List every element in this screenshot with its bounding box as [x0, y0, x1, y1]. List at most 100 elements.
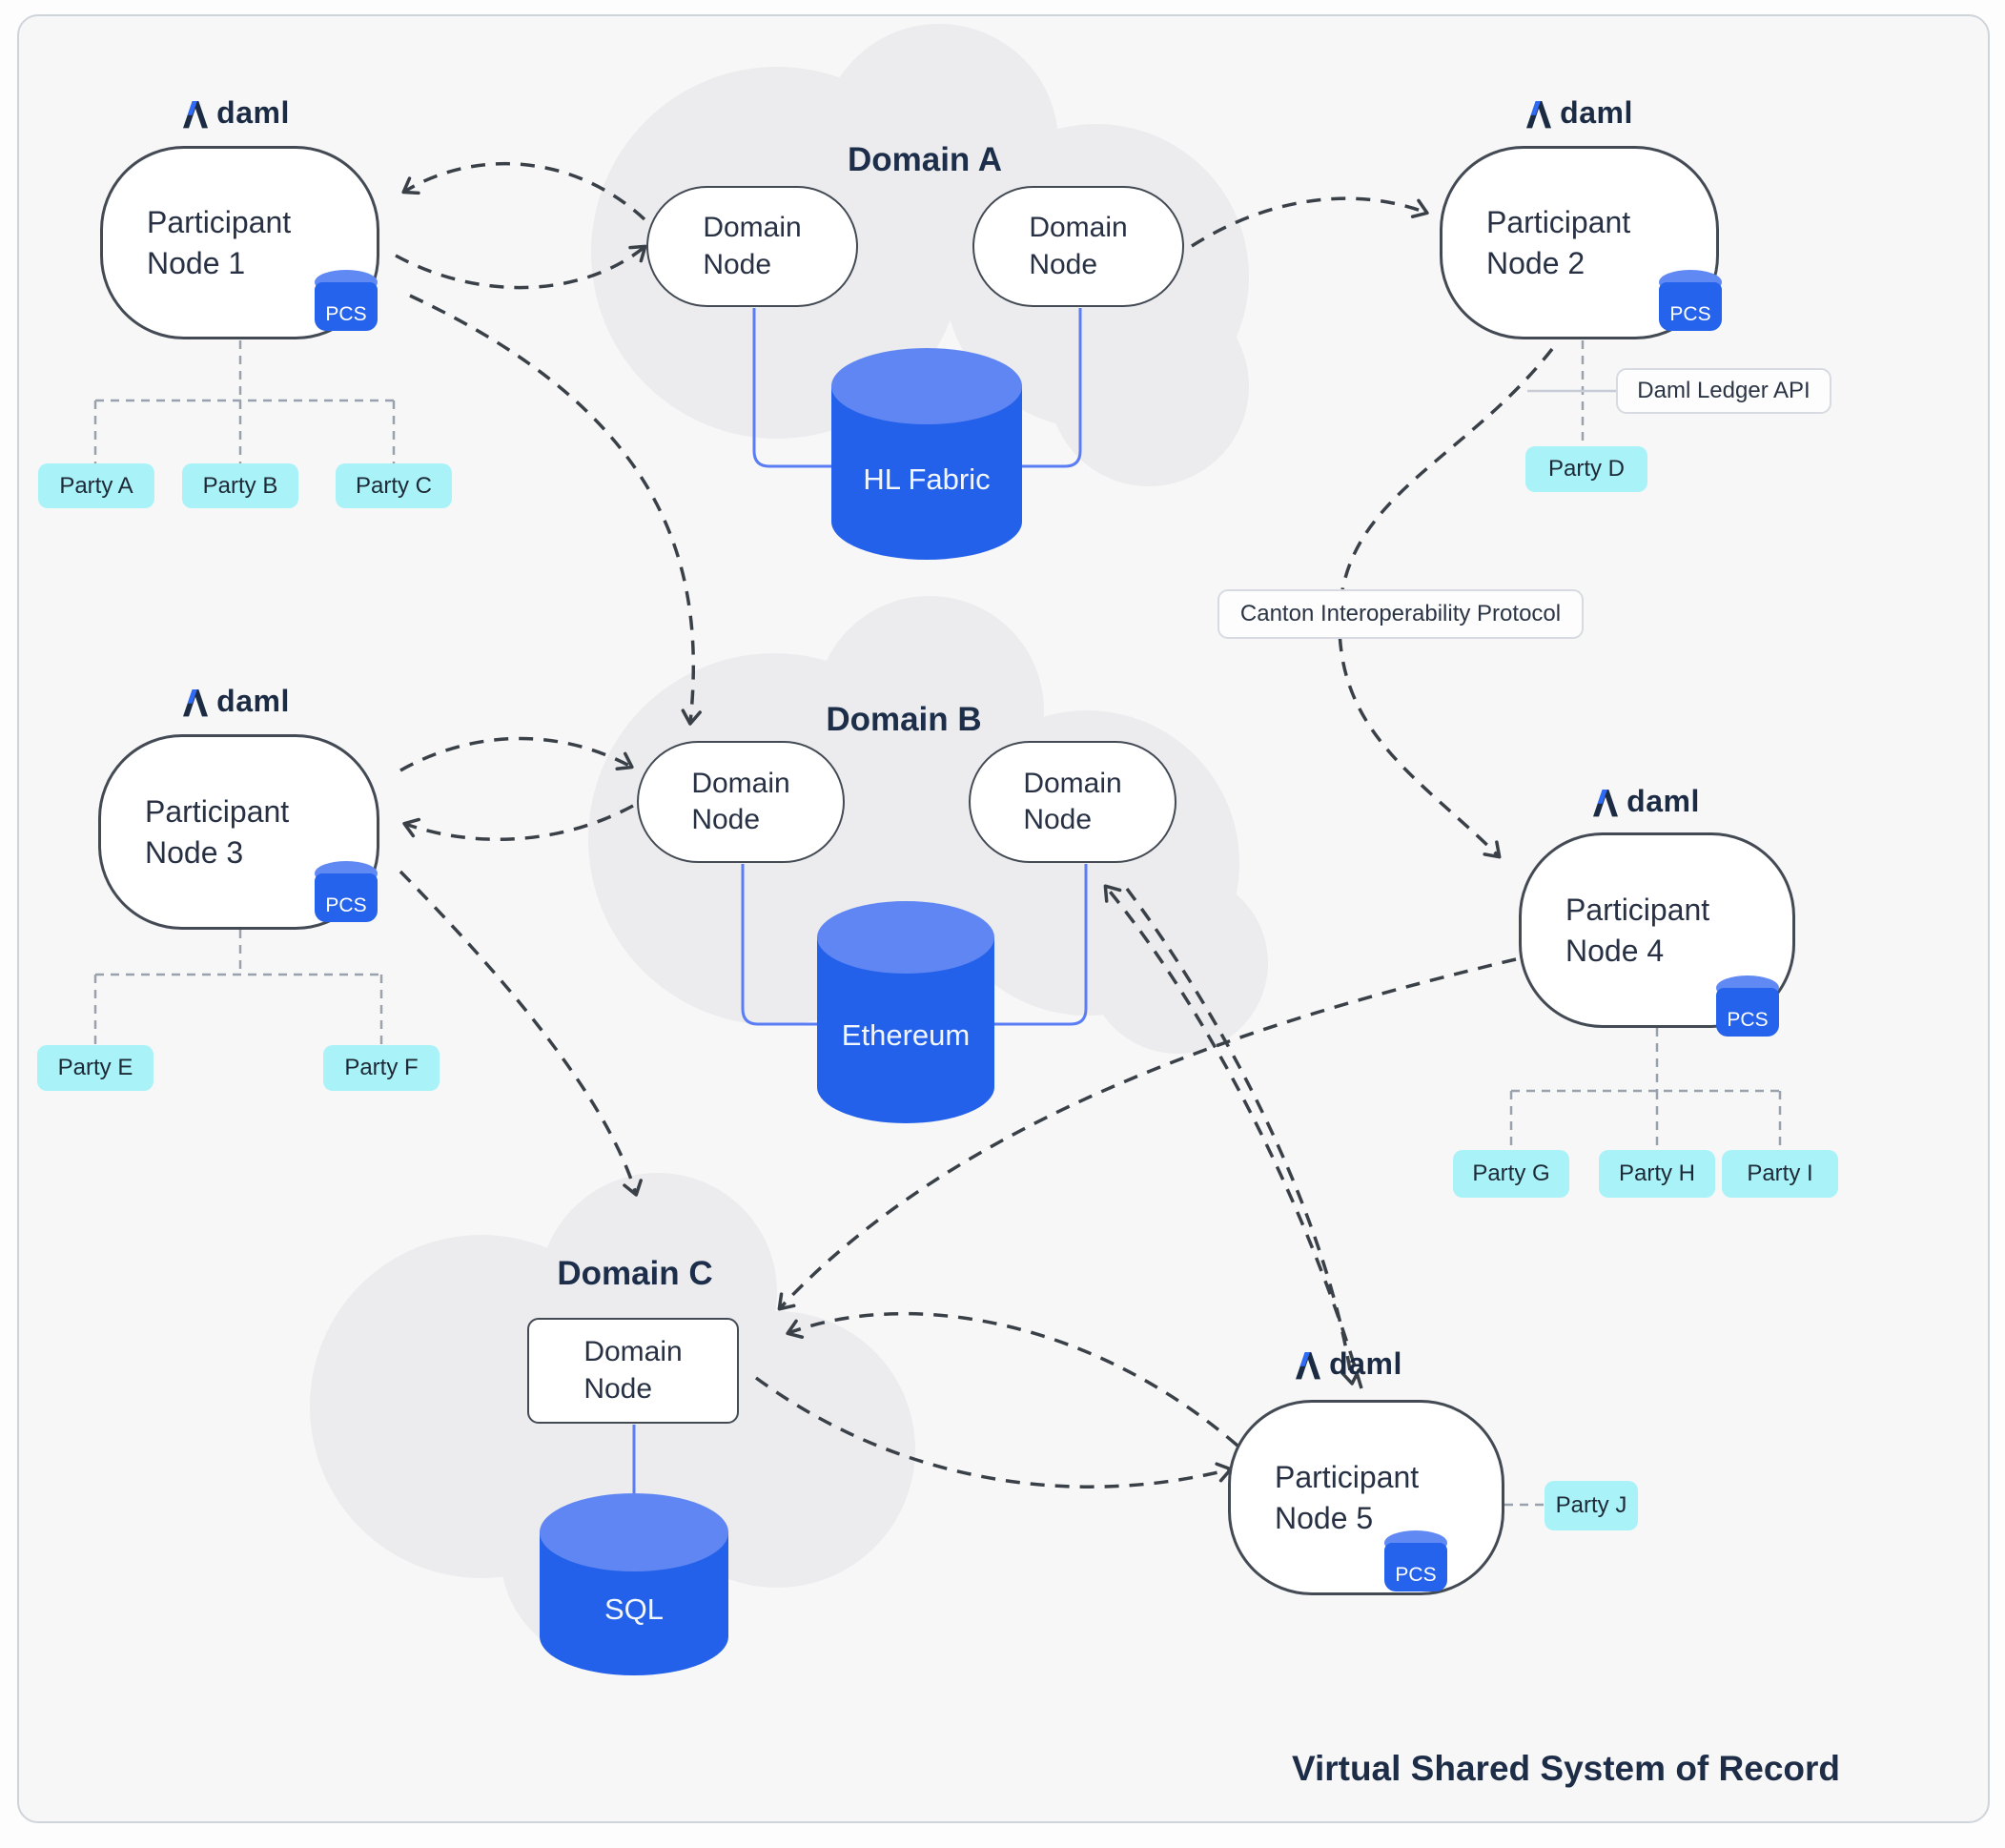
domain-node-label-line2: Node: [1023, 804, 1093, 835]
connector-domain-a-node1-ledger: [752, 308, 832, 468]
pcs-cylinder-body: [315, 873, 378, 922]
arrow-pn5-to-domain-c: [786, 1311, 1239, 1448]
arrow-pn1-to-domain-b: [409, 294, 702, 726]
party-f: Party F: [323, 1045, 440, 1091]
hl-fabric-cylinder-top: [831, 348, 1022, 424]
sql-label: SQL: [604, 1592, 664, 1626]
daml-logo-text: daml: [1329, 1346, 1402, 1381]
daml-ledger-api-callout: Daml Ledger API: [1616, 368, 1831, 414]
arrow-pn4-to-domain-c: [777, 957, 1517, 1311]
sql-cylinder-top: [540, 1493, 728, 1571]
pcs-cylinder-body: [1716, 988, 1779, 1037]
daml-logo-pn2: daml: [1508, 95, 1651, 131]
connector-domain-a-node2-ledger: [1021, 308, 1082, 468]
daml-logo-text: daml: [1560, 95, 1633, 130]
domain-node-label-line2: Node: [691, 804, 761, 835]
domain-node-label-line2: Node: [1029, 248, 1098, 280]
party-c: Party C: [336, 463, 452, 508]
daml-logo-text: daml: [216, 95, 290, 130]
participant-label-line2: Node 5: [1275, 1500, 1374, 1535]
domain-node-label-line2: Node: [703, 248, 772, 280]
pcs-label: PCS: [1395, 1564, 1437, 1586]
arrow-pn5-to-domain-b: [1103, 884, 1363, 1389]
connector-pn4-parties: [1509, 1028, 1782, 1150]
arrow-pn1-to-domain-a: [395, 244, 647, 290]
ethereum-cylinder-body: [817, 937, 994, 1123]
domain-node-label-line1: Domain: [1023, 767, 1122, 799]
pcs-badge-pn4: PCS: [1716, 975, 1779, 1037]
arrow-domain-b-to-pn3: [402, 804, 634, 841]
party-connectors: [93, 340, 1782, 1507]
participant-label-line2: Node 4: [1565, 933, 1665, 968]
daml-logo-pn3: daml: [165, 684, 308, 719]
sql-cylinder-body: [540, 1532, 728, 1675]
domain-node-label-line1: Domain: [1029, 212, 1128, 244]
arrow-pn3-to-domain-c: [399, 870, 643, 1197]
pcs-label: PCS: [325, 894, 367, 916]
pcs-cylinder-body: [315, 282, 378, 331]
daml-lambda-icon: [1526, 100, 1552, 128]
participant-label-line1: Participant: [1275, 1460, 1420, 1495]
pcs-cylinder-body: [1659, 282, 1722, 331]
domain-node-label-line1: Domain: [583, 1336, 683, 1368]
ledger-sql: SQL: [540, 1493, 728, 1675]
domain-a-title: Domain A: [847, 141, 1003, 178]
participant-label-line1: Participant: [1565, 893, 1710, 928]
diagram-title: Virtual Shared System of Record: [1291, 1749, 1840, 1788]
canton-interoperability-protocol-callout: Canton Interoperability Protocol: [1217, 589, 1584, 639]
domain-c-title: Domain C: [557, 1255, 713, 1292]
participant-label-line1: Participant: [1486, 205, 1631, 240]
pcs-label: PCS: [325, 303, 367, 325]
arrow-pn3-to-domain-b: [399, 736, 634, 772]
arrow-domain-c-to-pn5: [754, 1376, 1233, 1489]
connector-pn1-parties: [93, 340, 396, 463]
daml-lambda-icon: [183, 100, 209, 128]
ethereum-label: Ethereum: [842, 1018, 970, 1052]
participant-label-line2: Node 2: [1486, 245, 1586, 280]
participant-label-line1: Participant: [147, 205, 292, 240]
party-i: Party I: [1722, 1150, 1838, 1198]
domain-b-title: Domain B: [826, 701, 982, 738]
hl-fabric-cylinder-body: [831, 386, 1022, 560]
participant-label-line1: Participant: [145, 794, 290, 830]
daml-logo-text: daml: [216, 684, 290, 718]
ethereum-cylinder-top: [817, 901, 994, 974]
pcs-badge-pn5: PCS: [1384, 1530, 1447, 1591]
connector-pn3-parties: [93, 930, 383, 1045]
party-g: Party G: [1453, 1150, 1569, 1198]
party-b: Party B: [182, 463, 298, 508]
pcs-cylinder-body: [1384, 1543, 1447, 1591]
hl-fabric-label: HL Fabric: [863, 462, 990, 496]
pcs-label: PCS: [1727, 1009, 1769, 1031]
domain-node-label-line1: Domain: [703, 212, 802, 244]
pcs-badge-pn2: PCS: [1659, 270, 1722, 331]
connector-domain-b-node2-ledger: [992, 864, 1088, 1026]
daml-logo-pn4: daml: [1575, 784, 1718, 819]
daml-lambda-icon: [1296, 1351, 1321, 1379]
participant-label-line2: Node 1: [147, 245, 246, 280]
daml-lambda-icon: [183, 688, 209, 716]
party-h: Party H: [1599, 1150, 1715, 1198]
arrow-domain-a-to-pn1: [401, 161, 646, 221]
daml-logo-text: daml: [1627, 784, 1700, 818]
ledger-connectors: [632, 308, 1088, 1493]
pcs-badge-pn1: PCS: [315, 270, 378, 331]
party-e: Party E: [37, 1045, 153, 1091]
arrow-domain-a-to-pn2: [1191, 196, 1429, 248]
domain-node-label-line2: Node: [583, 1372, 653, 1405]
party-d: Party D: [1525, 446, 1647, 492]
pcs-label: PCS: [1669, 303, 1711, 325]
ledger-ethereum: Ethereum: [817, 901, 994, 1123]
domain-node-label-line1: Domain: [691, 767, 790, 799]
connector-domain-b-node1-ledger: [741, 864, 818, 1026]
daml-logo-pn1: daml: [165, 95, 308, 131]
arrow-domain-b-to-pn5: [1125, 887, 1361, 1386]
